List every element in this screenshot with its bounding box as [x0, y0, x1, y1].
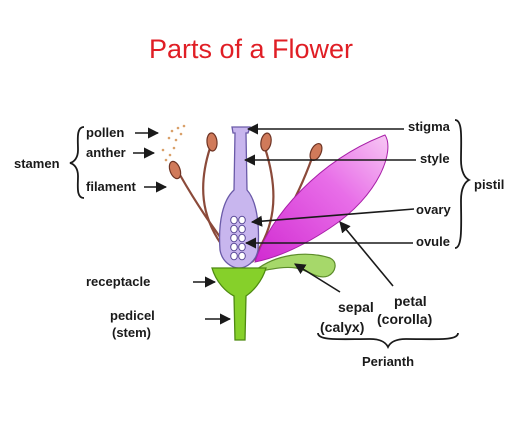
- anther-shape: [260, 132, 272, 152]
- label-style: style: [420, 151, 450, 166]
- pollen-grains: [161, 124, 186, 162]
- diagram-title: Parts of a Flower: [149, 34, 353, 64]
- label-pollen: pollen: [86, 125, 124, 140]
- label-petal: petal: [394, 293, 427, 309]
- anthers: [168, 132, 323, 180]
- label-pistil: pistil: [474, 177, 504, 192]
- label-filament: filament: [86, 179, 137, 194]
- perianth-brace: [317, 332, 459, 350]
- pistil-brace: [454, 119, 472, 249]
- label-receptacle: receptacle: [86, 274, 150, 289]
- ovules: [230, 215, 246, 261]
- label-sepal: sepal: [338, 299, 374, 315]
- label-stigma: stigma: [408, 119, 451, 134]
- label-petal-note: (corolla): [377, 311, 432, 327]
- anther-shape: [168, 160, 182, 180]
- arrow-petal: [339, 221, 394, 287]
- pistil-shape: [218, 126, 260, 269]
- petal-shape: [254, 134, 389, 263]
- stamen-brace: [69, 126, 85, 199]
- stamen-group: pollen anther filament stamen: [14, 125, 168, 199]
- arrow-ovary: [250, 208, 415, 227]
- label-pedicel: pedicel: [110, 308, 155, 323]
- label-ovule: ovule: [416, 234, 450, 249]
- anther-shape: [206, 132, 218, 152]
- pistil-group: stigma style ovary ovule pistil: [243, 119, 504, 249]
- label-anther: anther: [86, 145, 126, 160]
- label-pedicel-note: (stem): [112, 325, 151, 340]
- receptacle-shape: [211, 267, 267, 341]
- label-stamen: stamen: [14, 156, 60, 171]
- label-perianth: Perianth: [362, 354, 414, 369]
- label-sepal-note: (calyx): [320, 319, 364, 335]
- label-ovary: ovary: [416, 202, 451, 217]
- arrow-sepal: [294, 263, 341, 293]
- anther-shape: [309, 142, 323, 162]
